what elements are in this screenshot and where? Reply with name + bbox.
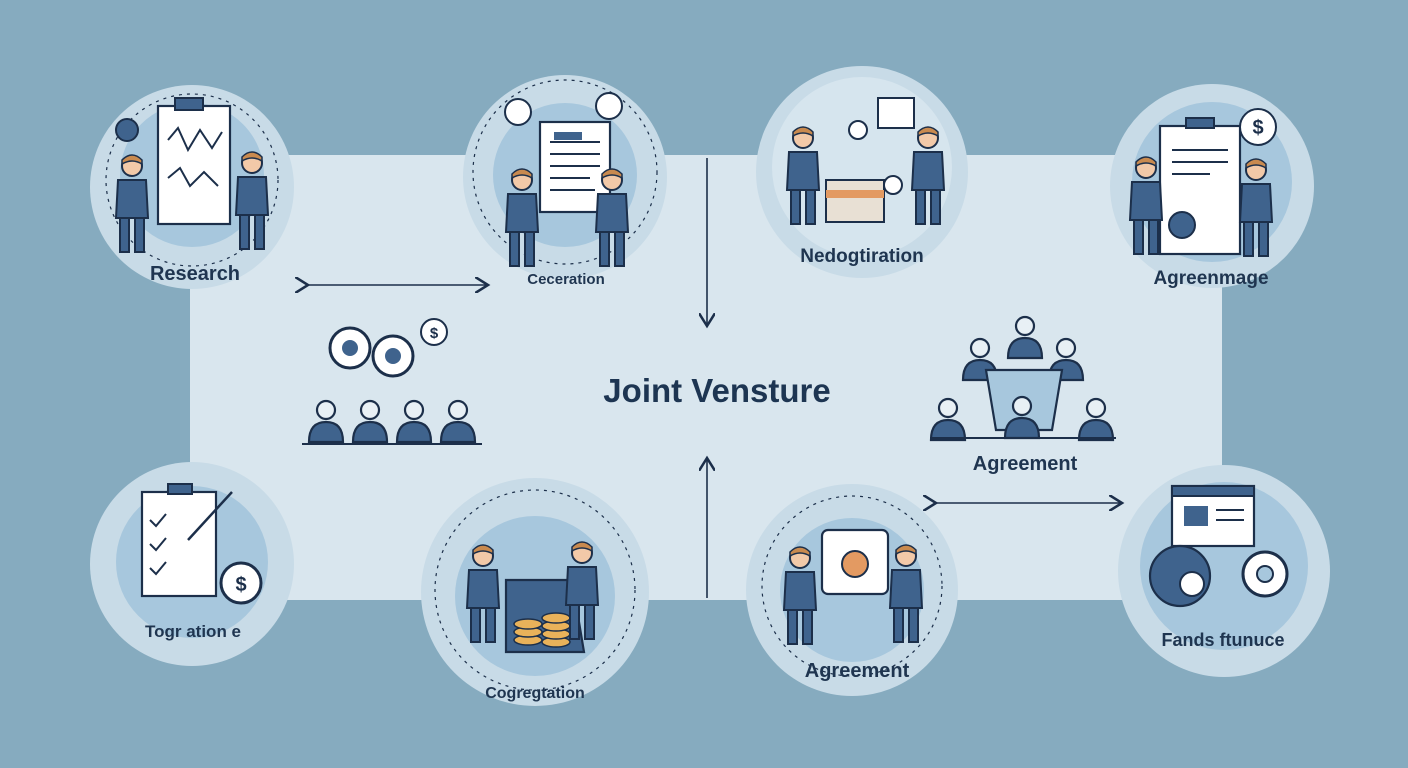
funds-node <box>1118 465 1330 677</box>
research-label: Research <box>149 263 241 285</box>
agreement-bottom-node <box>746 484 958 696</box>
meeting-group <box>929 315 1116 442</box>
team-gears-group: $ <box>302 318 482 445</box>
integration-label: Togr ation e <box>144 622 242 641</box>
svg-text:$: $ <box>430 325 439 342</box>
agreement-bottom-label: Agreement <box>804 660 910 682</box>
agreement-right-label: Agreement <box>972 453 1078 475</box>
deceration-node <box>463 75 667 279</box>
agreement-top-label: Agreenmage <box>1153 268 1269 289</box>
funds-label: Fands ftunuce <box>1161 630 1285 650</box>
svg-text:$: $ <box>1252 117 1263 139</box>
negotiation-label: Nedogtiration <box>800 246 924 267</box>
svg-text:$: $ <box>235 574 246 596</box>
research-node <box>90 85 294 289</box>
agreement-top-node: $ <box>1110 84 1314 288</box>
center-title: Joint Vensture <box>603 372 831 409</box>
congregation-label: Cogregtation <box>485 685 585 702</box>
negotiation-node <box>756 66 968 278</box>
deceration-label: Ceceration <box>527 271 605 288</box>
congregation-node <box>421 478 649 706</box>
integration-node: $ <box>90 462 294 666</box>
